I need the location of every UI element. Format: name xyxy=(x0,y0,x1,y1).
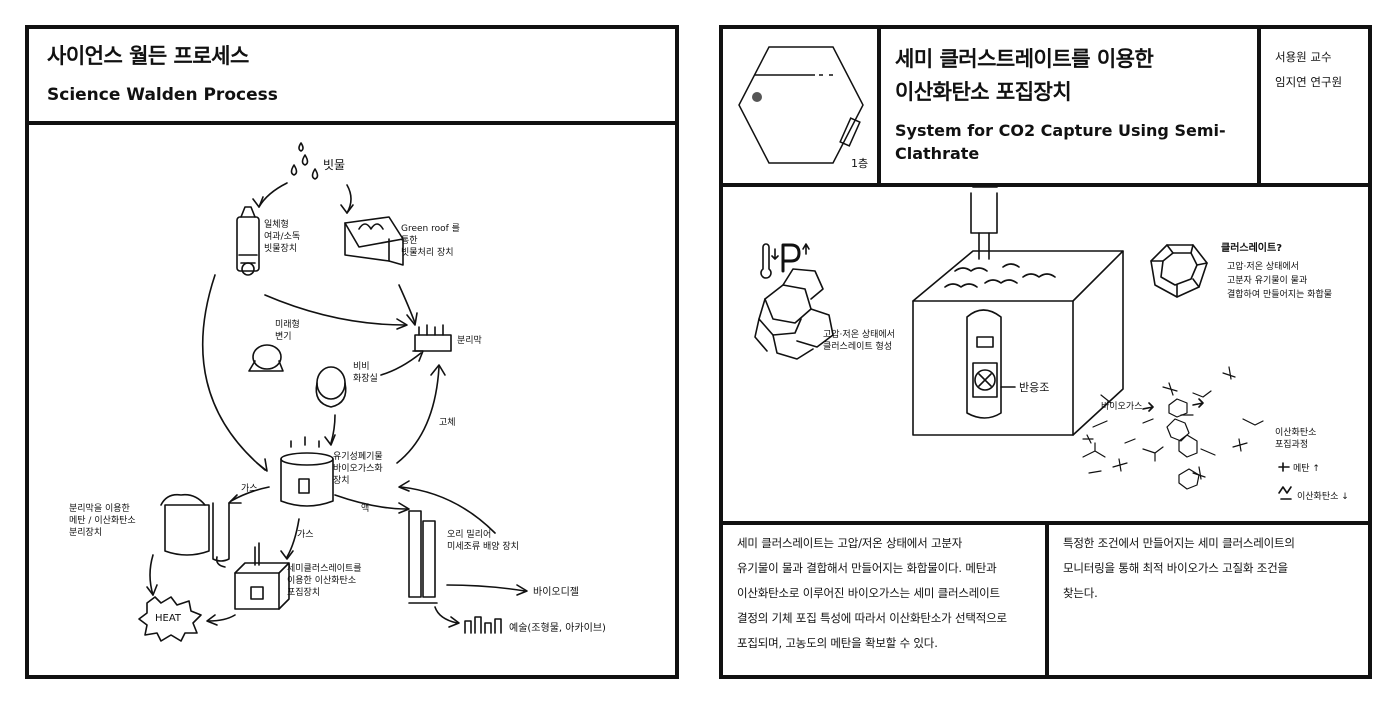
description-left: 세미 클러스레이트는 고압/저온 상태에서 고분자 유기물이 물과 결합해서 만… xyxy=(737,536,1007,650)
semi-capture-device-icon xyxy=(234,542,290,610)
svg-text:메탄 ↑: 메탄 ↑ xyxy=(1293,463,1320,474)
raindrops-icon xyxy=(290,142,319,180)
rain-device-icon xyxy=(236,206,260,276)
right-title-divider-right xyxy=(1257,29,1261,183)
right-panel: 1층 세미 클러스트레이트를 이용한 이산화탄소 포집장치 System for… xyxy=(719,25,1372,679)
left-title-ko: 사이언스 월든 프로세스 xyxy=(47,44,249,68)
author-1: 서용원 교수 xyxy=(1275,50,1332,64)
membrane-separator-icon xyxy=(160,493,230,568)
art-sculpture-icon xyxy=(464,616,502,634)
microalgae-culture-icon xyxy=(408,510,438,604)
svg-text:액: 액 xyxy=(361,502,369,514)
right-title-en: System for CO2 Capture Using Semi- Clath… xyxy=(895,121,1226,163)
right-header-divider xyxy=(723,183,1368,187)
digester-icon xyxy=(280,436,334,507)
right-title-ko: 세미 클러스트레이트를 이용한 이산화탄소 포집장치 xyxy=(895,47,1154,104)
svg-text:클러스레이트?: 클러스레이트? xyxy=(1221,241,1282,254)
svg-text:바이오디젤: 바이오디젤 xyxy=(533,586,579,598)
svg-text:가스: 가스 xyxy=(297,529,314,540)
label-rain: 빗물 xyxy=(323,158,345,172)
clathrate-cluster-icon xyxy=(754,268,834,360)
green-roof-icon xyxy=(344,216,404,266)
reactor-box-icon xyxy=(912,187,1124,436)
left-title-en: Science Walden Process xyxy=(47,85,278,105)
author-2: 임지연 연구원 xyxy=(1275,75,1343,89)
floor-plan-hexagon-icon xyxy=(738,46,864,164)
thermometer-icon xyxy=(760,243,772,279)
heat-burst-icon xyxy=(138,596,202,642)
svg-text:이산화탄소 ↓: 이산화탄소 ↓ xyxy=(1297,491,1349,502)
left-title-divider xyxy=(29,121,675,125)
svg-text:바이오가스: 바이오가스 xyxy=(1101,401,1142,412)
right-desc-divider xyxy=(1045,521,1049,675)
right-title-divider-left xyxy=(877,29,881,183)
svg-text:고체: 고체 xyxy=(439,417,456,428)
biogas-molecule-cluster-icon xyxy=(1082,366,1264,490)
clathrate-crystal-icon xyxy=(1150,244,1208,298)
description-right: 특정한 조건에서 만들어지는 세미 클러스레이트의 모니터링을 통해 최적 바이… xyxy=(1063,536,1295,600)
bibi-toilet-icon xyxy=(315,366,347,408)
svg-text:분리막: 분리막 xyxy=(457,335,482,346)
urine-separation-toilet-icon xyxy=(248,344,284,372)
floor-label: 1층 xyxy=(851,157,869,170)
separator-icon xyxy=(414,324,452,352)
left-panel: 사이언스 월든 프로세스 Science Walden Process xyxy=(25,25,679,679)
svg-text:예술(조형물, 아카이브): 예술(조형물, 아카이브) xyxy=(509,622,606,634)
svg-text:반응조: 반응조 xyxy=(1019,381,1049,394)
svg-text:HEAT: HEAT xyxy=(155,613,182,624)
svg-text:가스: 가스 xyxy=(241,483,258,494)
author-list: 서용원 교수 임지연 연구원 xyxy=(1275,45,1342,95)
